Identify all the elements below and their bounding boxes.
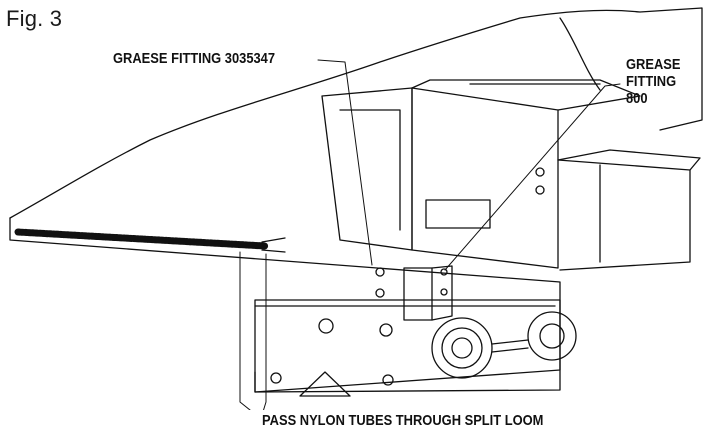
bolt	[379, 323, 393, 337]
bolt	[270, 372, 282, 384]
upper-housing-outline	[9, 7, 703, 219]
bearing-mid	[441, 327, 483, 369]
bearing-outer	[431, 317, 493, 379]
bearing-inner	[451, 337, 473, 359]
bolt	[535, 185, 545, 195]
motor-box-top	[557, 149, 701, 171]
motor-box	[557, 159, 691, 271]
figure-title: Fig. 3	[6, 6, 63, 31]
hub-right-outer	[527, 311, 577, 361]
bracket-side	[431, 265, 453, 321]
bracket-plate	[403, 267, 433, 321]
bolt	[440, 268, 448, 276]
hub-right-inner	[539, 323, 565, 349]
callout-grease-line2: FITTING	[626, 73, 677, 90]
leader-graese	[317, 59, 373, 266]
callout-grease-line3: 800	[626, 90, 648, 107]
leader-grease-800	[444, 83, 621, 271]
bolt	[318, 318, 334, 334]
housing-top-curve	[559, 17, 601, 91]
machine-drawing	[9, 7, 703, 410]
bolt	[375, 267, 385, 277]
split-loom	[14, 228, 269, 250]
leader-loom-left	[239, 251, 251, 410]
bolt	[382, 374, 394, 386]
leader-loom-right	[263, 253, 267, 410]
callout-graese-fitting: GRAESE FITTING 3035347	[113, 50, 276, 67]
lower-plate	[254, 299, 561, 393]
main-side-plate	[9, 217, 561, 393]
gearbox-housing	[411, 87, 559, 269]
bolt	[375, 288, 385, 298]
label-plate	[425, 199, 491, 229]
upper-chute-inner	[339, 109, 401, 231]
shaft	[491, 339, 529, 353]
bolt	[535, 167, 545, 177]
upper-chute	[321, 87, 413, 251]
split-loom-end	[261, 237, 286, 253]
bolt	[440, 288, 448, 296]
triangle-opening	[299, 371, 351, 397]
callout-split-loom: PASS NYLON TUBES THROUGH SPLIT LOOM	[262, 412, 544, 429]
callout-grease-line1: GREASE	[626, 56, 681, 73]
callout-grease-fitting-800: GREASE FITTING 800	[626, 56, 680, 107]
gearbox-top	[411, 79, 641, 111]
